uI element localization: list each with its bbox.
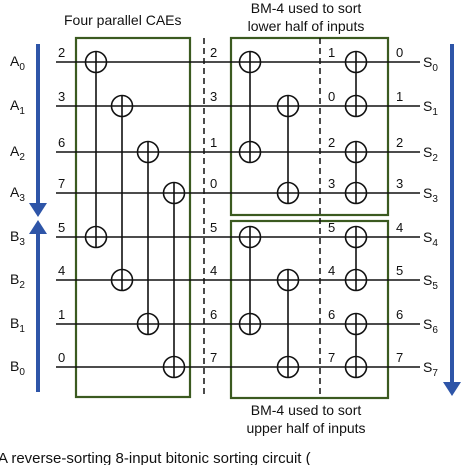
comparator-5 <box>276 94 300 205</box>
caption-top-right-line1: BM-4 used to sort <box>251 0 362 16</box>
values-output-value: 4 <box>396 220 403 235</box>
comparator-1 <box>110 94 134 292</box>
comparator-9 <box>344 140 368 205</box>
values-stage2-value: 0 <box>328 89 335 104</box>
labels-group: 2 3 6 7 5 4 1 0 2 3 1 0 5 4 6 7 1 0 2 3 5 4 6 7 0 1 2 3 4 5 6 7 A0A1A2A3… <box>10 45 438 379</box>
input-label-3: A3 <box>10 184 25 204</box>
bm4-lower-box <box>229 36 390 217</box>
comparator-3 <box>162 181 186 379</box>
xor-node <box>344 268 368 292</box>
comparator-2 <box>136 140 160 336</box>
output-label-5: S5 <box>423 272 438 292</box>
values-stage2-value: 4 <box>328 263 335 278</box>
output-label-2: S2 <box>423 144 438 164</box>
values-stage0-value: 7 <box>58 176 65 191</box>
values-output-value: 3 <box>396 176 403 191</box>
output-label-7: S7 <box>423 359 438 379</box>
xor-node <box>276 181 300 205</box>
xor-node <box>344 181 368 205</box>
left-down-arrowhead <box>29 203 47 217</box>
output-label-0: S0 <box>423 54 438 74</box>
xor-node <box>136 312 160 336</box>
caption-top-right-line2: lower half of inputs <box>248 18 365 34</box>
values-output-value: 7 <box>396 350 403 365</box>
values-stage2-value: 7 <box>328 350 335 365</box>
figure-caption: A reverse-sorting 8-input bitonic sortin… <box>0 450 311 465</box>
values-stage1-value: 2 <box>210 45 217 60</box>
values-stage1-value: 6 <box>210 307 217 322</box>
input-label-1: A1 <box>10 97 25 117</box>
values-stage2-value: 1 <box>328 45 335 60</box>
comparators-group <box>84 50 368 379</box>
values-stage0-value: 2 <box>58 45 65 60</box>
xor-node <box>344 225 368 249</box>
xor-node <box>344 355 368 379</box>
values-output-value: 5 <box>396 263 403 278</box>
xor-node <box>238 225 262 249</box>
xor-node <box>162 181 186 205</box>
values-stage1-value: 0 <box>210 176 217 191</box>
values-stage2-value: 6 <box>328 307 335 322</box>
xor-node <box>110 268 134 292</box>
xor-node <box>344 94 368 118</box>
comparator-0 <box>84 50 108 249</box>
comparator-8 <box>344 50 368 118</box>
values-output-value: 6 <box>396 307 403 322</box>
right-down-arrowhead <box>443 382 461 396</box>
values-output-value: 2 <box>396 135 403 150</box>
comparator-10 <box>344 225 368 292</box>
output-label-3: S3 <box>423 185 438 205</box>
xor-node <box>344 50 368 74</box>
values-stage2-value: 5 <box>328 220 335 235</box>
caption-parallel-caes: Four parallel CAEs <box>64 12 182 28</box>
input-label-2: A2 <box>10 143 25 163</box>
output-label-4: S4 <box>423 229 438 249</box>
input-label-7: B0 <box>10 358 25 378</box>
values-stage1-value: 4 <box>210 263 217 278</box>
xor-node <box>276 94 300 118</box>
xor-node <box>84 50 108 74</box>
values-stage1-value: 5 <box>210 220 217 235</box>
values-output-value: 1 <box>396 89 403 104</box>
comparator-4 <box>238 50 262 164</box>
input-label-6: B1 <box>10 315 25 335</box>
xor-node <box>238 312 262 336</box>
xor-node <box>84 225 108 249</box>
values-stage0-value: 0 <box>58 350 65 365</box>
values-stage0-value: 3 <box>58 89 65 104</box>
values-stage0-value: 4 <box>58 263 65 278</box>
values-stage2-value: 3 <box>328 176 335 191</box>
xor-node <box>344 312 368 336</box>
xor-node <box>162 355 186 379</box>
caption-bottom-right-line1: BM-4 used to sort <box>251 402 362 418</box>
bm4-upper-box <box>229 219 390 400</box>
values-stage1-value: 3 <box>210 89 217 104</box>
output-label-6: S6 <box>423 316 438 336</box>
values-output-value: 0 <box>396 45 403 60</box>
xor-node <box>238 50 262 74</box>
xor-node <box>344 140 368 164</box>
input-label-0: A0 <box>10 53 25 73</box>
left-up-arrowhead <box>29 220 47 234</box>
xor-node <box>110 94 134 118</box>
xor-node <box>276 355 300 379</box>
values-stage0-value: 6 <box>58 135 65 150</box>
values-stage2-value: 2 <box>328 135 335 150</box>
values-stage1-value: 1 <box>210 135 217 150</box>
comparator-6 <box>238 225 262 336</box>
comparator-7 <box>276 268 300 379</box>
parallel-cae-box <box>74 36 192 399</box>
input-label-4: B3 <box>10 228 25 248</box>
xor-node <box>238 140 262 164</box>
output-label-1: S1 <box>423 98 438 118</box>
values-stage0-value: 5 <box>58 220 65 235</box>
xor-node <box>276 268 300 292</box>
input-label-5: B2 <box>10 271 25 291</box>
caption-bottom-right-line2: upper half of inputs <box>246 420 365 436</box>
values-stage0-value: 1 <box>58 307 65 322</box>
values-stage1-value: 7 <box>210 350 217 365</box>
comparator-11 <box>344 312 368 379</box>
xor-node <box>136 140 160 164</box>
